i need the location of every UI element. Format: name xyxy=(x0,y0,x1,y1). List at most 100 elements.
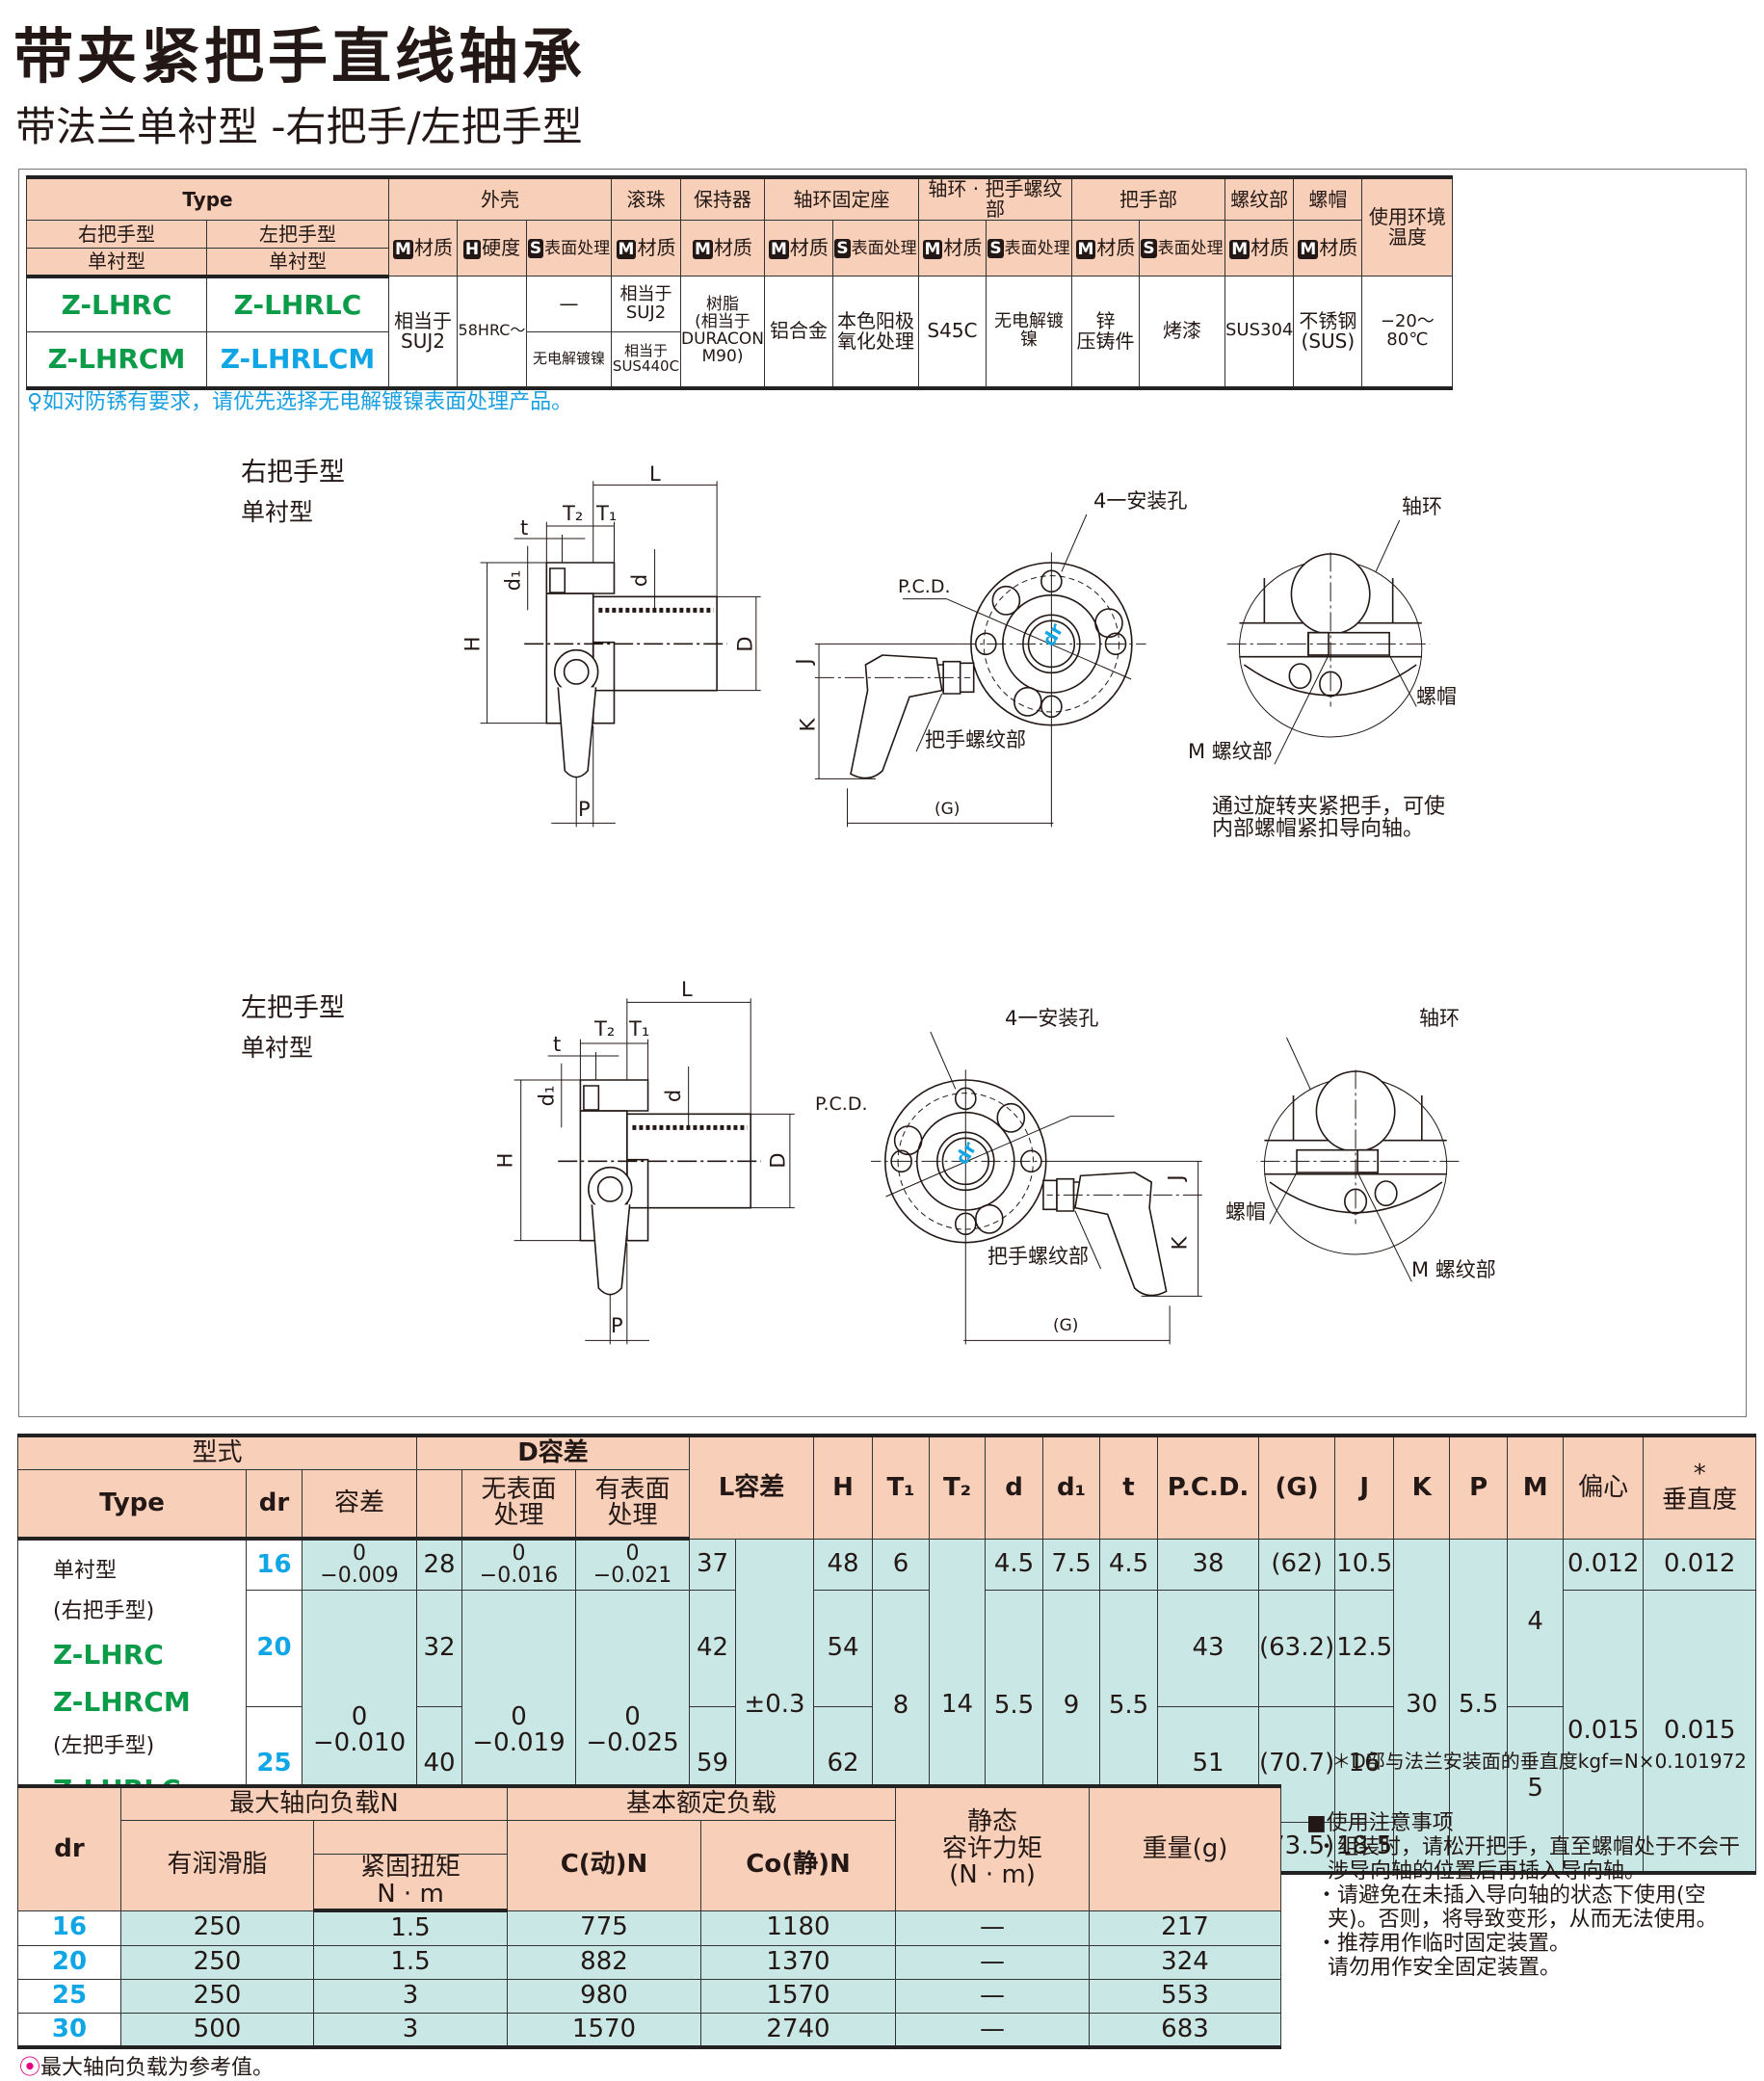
sub-label: 材质 xyxy=(1096,235,1136,259)
load-table: dr 最大轴向负载N 基本额定负载 静态 容许力矩 (N · m) 重量(g) … xyxy=(17,1784,1281,2049)
note-item: ・请避免在未插入导向轴的状态下使用(空夹)。否则，将导致变形，从而无法使用。 xyxy=(1316,1883,1718,1932)
d1-header: d₁ xyxy=(1042,1435,1100,1540)
surface-cell: 0 −0.021 xyxy=(575,1538,690,1591)
dim-P: P xyxy=(578,798,591,821)
h-cell: 54 xyxy=(813,1589,873,1707)
d-cell: 40 xyxy=(416,1705,462,1823)
dim-T2: T₂ xyxy=(594,1017,616,1040)
j-cell: 16 xyxy=(1334,1705,1395,1823)
pcd-cell: 38 xyxy=(1157,1538,1259,1591)
ball-material-m: 相当于 SUS440C xyxy=(611,331,681,388)
d-cell: 28 xyxy=(416,1538,462,1591)
dr-cell: 16 xyxy=(17,1910,121,1946)
group-collar-seat: 轴环固定座 xyxy=(763,176,919,221)
perp-cell: 0.015 xyxy=(1643,1589,1757,1874)
pcd-label: P.C.D. xyxy=(815,1093,868,1115)
rust-note-text: 如对防锈有要求，请优先选择无电解镀镍表面处理产品。 xyxy=(42,390,573,414)
housing-surface: — xyxy=(526,276,612,332)
eccentricity-header: 偏心 xyxy=(1563,1435,1645,1540)
co-cell: 2740 xyxy=(700,2012,896,2048)
collar-label: 轴环 xyxy=(1402,495,1442,518)
material-badge-icon: M xyxy=(693,239,713,259)
j-cell: 12.5 xyxy=(1334,1589,1395,1707)
l-tolerance-header: L容差 xyxy=(689,1435,814,1540)
rust-note: ♀如对防锈有要求，请优先选择无电解镀镍表面处理产品。 xyxy=(27,384,572,415)
type-header: Type xyxy=(17,1468,247,1541)
nut-material: 不锈钢 (SUS) xyxy=(1293,276,1363,388)
weight-header: 重量(g) xyxy=(1089,1785,1281,1911)
perpendicularity-footnote: ＊D部与法兰安装面的垂直度kgf=N×0.101972 xyxy=(1331,1750,1747,1773)
m-cell: 5 xyxy=(1507,1705,1565,1874)
mounting-holes-label: 4一安装孔 xyxy=(1093,489,1188,513)
m-cell: 4 xyxy=(1507,1538,1565,1707)
t-cell: 5.5 xyxy=(1099,1589,1158,1823)
sub-label: 表面处理 xyxy=(544,238,611,258)
thread-material: S45C xyxy=(917,276,987,388)
d-tolerance-header: D容差 xyxy=(416,1435,690,1470)
material-badge-icon: M xyxy=(616,239,637,259)
max-axial-header: 最大轴向负载N xyxy=(120,1785,508,1821)
d1-cell: 7.5 xyxy=(1042,1538,1100,1591)
nut-label: 螺帽 xyxy=(1225,1200,1266,1224)
dim-d: d xyxy=(662,1089,686,1103)
grease-cell: 250 xyxy=(120,1944,314,1980)
no-surface-header: 无表面 处理 xyxy=(461,1468,576,1541)
sub-label: 表面处理 xyxy=(1004,238,1070,258)
type-line: Z-LHRCM xyxy=(53,1686,191,1718)
sub-label: 硬度 xyxy=(482,235,521,259)
model-z-lhrlcm: Z-LHRLCM xyxy=(206,331,389,388)
c-cell: 980 xyxy=(507,1978,701,2014)
t-header: t xyxy=(1099,1435,1158,1540)
dim-d: d xyxy=(628,573,652,588)
j-header: J xyxy=(1334,1435,1395,1540)
k-header: K xyxy=(1393,1435,1451,1540)
dim-T2: T₂ xyxy=(563,502,584,525)
model-z-lhrcm: Z-LHRCM xyxy=(26,331,207,388)
pcd-label: P.C.D. xyxy=(898,576,951,597)
d-small-cell: 5.5 xyxy=(985,1589,1043,1823)
surface-badge-icon: S xyxy=(987,238,1004,258)
group-thread: 螺纹部 xyxy=(1224,176,1295,221)
torque-blank xyxy=(313,1819,508,1855)
dim-D: D xyxy=(766,1152,790,1169)
d-small-cell: 4.5 xyxy=(985,1538,1043,1591)
co-static-header: Co(静)N xyxy=(700,1819,896,1911)
note-item: ・组装时，请松开把手，直至螺帽处于不会干涉导向轴的位置后再插入导向轴。 xyxy=(1316,1835,1741,1883)
sub-label: 材质 xyxy=(1251,235,1290,259)
material-badge-icon: M xyxy=(922,239,943,259)
sub-label: 表面处理 xyxy=(851,238,917,258)
dim-T1: T₁ xyxy=(596,502,618,525)
dim-J: J xyxy=(792,658,816,665)
collar-surface: 本色阳极 氧化处理 xyxy=(831,276,919,388)
k-cell: 30 xyxy=(1393,1538,1451,1874)
j-cell: 18.5 xyxy=(1334,1821,1395,1874)
dim-G: (G) xyxy=(1053,1316,1079,1335)
handle-thread-label: 把手螺纹部 xyxy=(987,1245,1089,1268)
left-type-label: 左把手型 xyxy=(206,220,389,249)
g-cell: (63.2) xyxy=(1257,1589,1336,1707)
group-collar-thread: 轴环 · 把手螺纹部 xyxy=(917,176,1072,221)
dim-d1: d₁ xyxy=(535,1085,559,1107)
material-badge-icon: M xyxy=(393,239,413,259)
sub-label: 材质 xyxy=(943,235,983,259)
page-subtitle: 带法兰单衬型 -右把手/左把手型 xyxy=(15,103,583,150)
page-title: 带夹紧把手直线轴承 xyxy=(13,21,587,92)
sub-label: 材质 xyxy=(713,235,752,259)
grease-cell: 500 xyxy=(120,2012,314,2048)
dr-cell: 25 xyxy=(17,1978,121,2014)
weight-cell: 553 xyxy=(1089,1978,1281,2014)
static-moment-header: 静态 容许力矩 (N · m) xyxy=(895,1785,1090,1911)
surface-badge-icon: S xyxy=(527,238,544,258)
dr-cell: 20 xyxy=(17,1944,121,1980)
torque-cell: 3 xyxy=(313,2012,508,2048)
g-cell: (62) xyxy=(1257,1538,1336,1591)
dim-L: L xyxy=(681,978,693,1001)
clamp-caption: 通过旋转夹紧把手，可使 内部螺帽紧扣导向轴。 xyxy=(1212,795,1446,841)
housing-surface-m: 无电解镀镍 xyxy=(526,331,612,388)
detail-view xyxy=(1255,1037,1460,1282)
ball-material: 相当于 SUJ2 xyxy=(611,276,681,332)
